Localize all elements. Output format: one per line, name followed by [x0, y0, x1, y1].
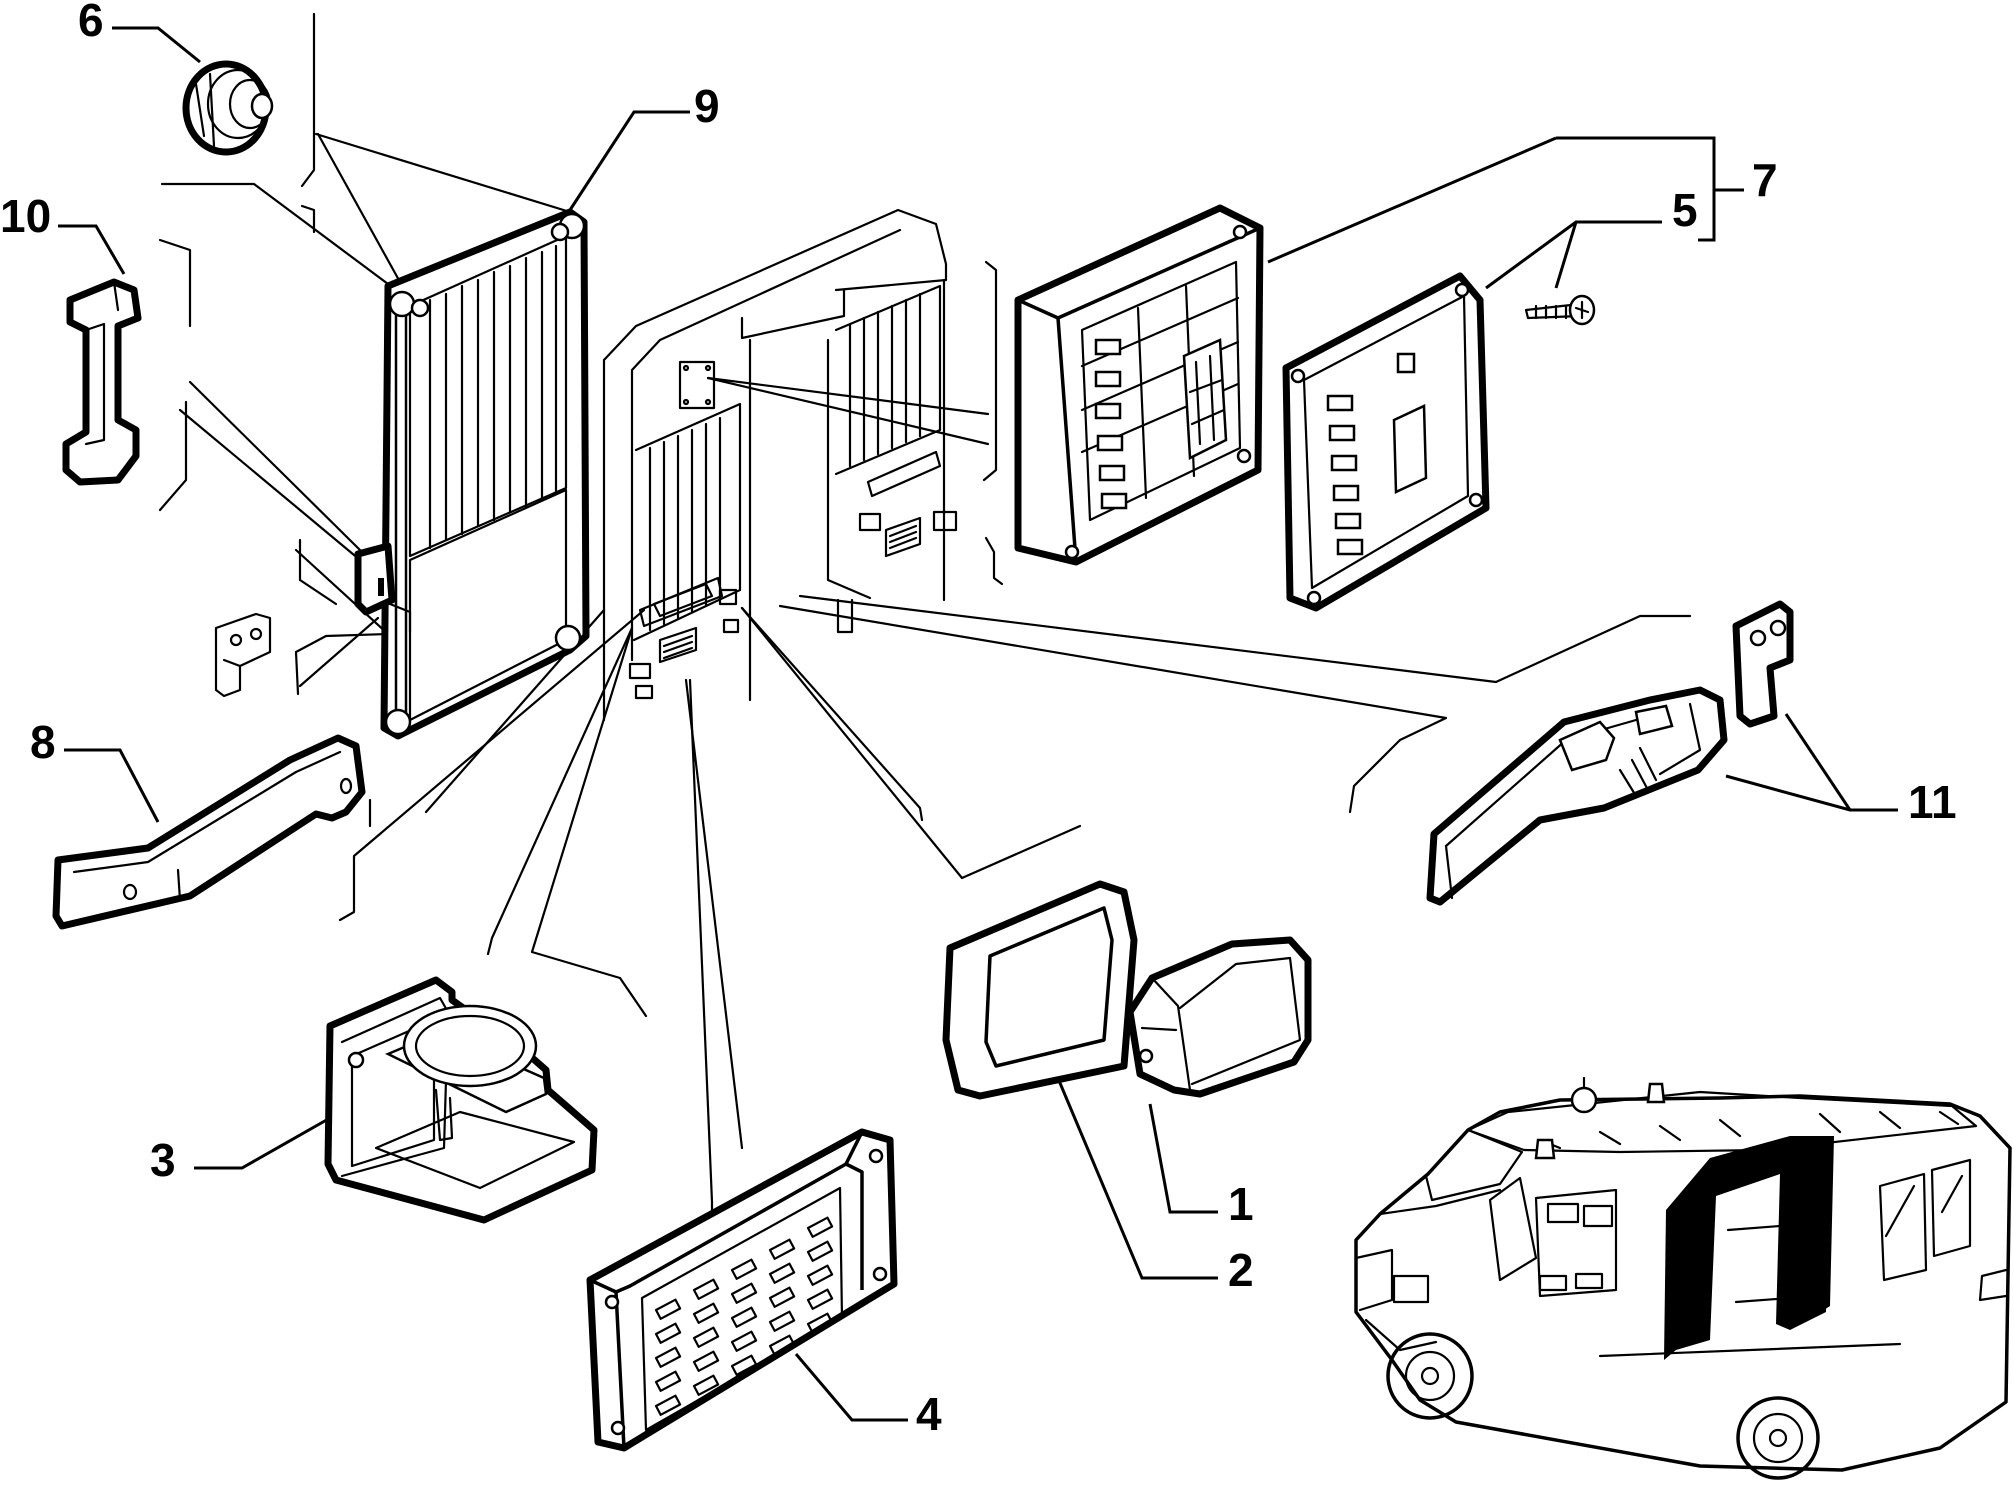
callout-labels: 6 9 10 7 5 8 11 3 1 2 4 [0, 0, 1957, 1440]
vent-grille-part-4 [586, 1128, 898, 1452]
grille-slots [654, 1216, 834, 1416]
van-illustration [1354, 1076, 2012, 1480]
callout-11: 11 [1908, 776, 1957, 828]
callout-8: 8 [30, 716, 56, 768]
callout-3: 3 [150, 1134, 176, 1186]
lamp-part-1 [1126, 936, 1312, 1098]
switch-panel-box-part-7 [982, 204, 1264, 586]
grommet-part-6 [182, 60, 274, 156]
callout-5: 5 [1672, 184, 1698, 236]
callout-6: 6 [78, 0, 104, 46]
callout-1: 1 [1228, 1178, 1254, 1230]
latch-bracket [214, 612, 272, 698]
callout-9: 9 [694, 80, 720, 132]
grab-handle-part-8 [52, 734, 366, 930]
handle-part-10 [62, 278, 142, 486]
callout-2: 2 [1228, 1244, 1254, 1296]
screw-part-5 [1524, 294, 1596, 326]
callout-7: 7 [1752, 154, 1778, 206]
cup-holder-part-3 [324, 976, 598, 1224]
latch-lever-part-11 [1426, 600, 1794, 906]
van-interior-cutaway [602, 208, 958, 722]
callout-4: 4 [916, 1388, 942, 1440]
door-panel-part-9 [354, 208, 590, 740]
callout-10: 10 [0, 190, 51, 242]
leader-lines [58, 12, 1898, 1422]
cover-plate-part-5 [1282, 272, 1490, 612]
lamp-frame-part-2 [942, 880, 1138, 1100]
